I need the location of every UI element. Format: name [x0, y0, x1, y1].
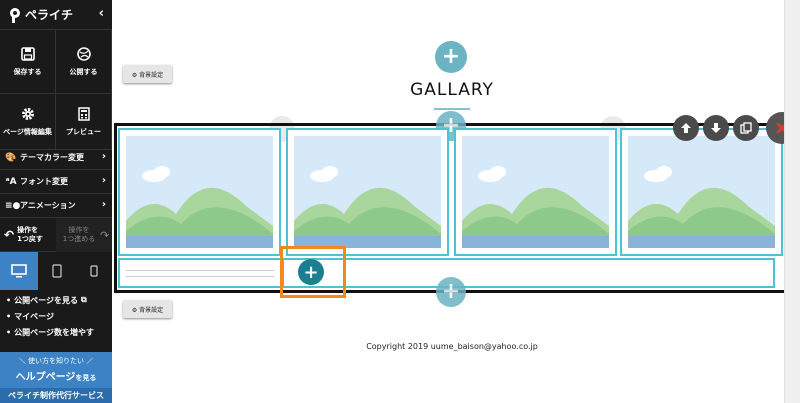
external-link-icon: ⧉: [80, 295, 87, 304]
chevron-right-icon: ›: [101, 199, 106, 210]
arrow-down-icon: [711, 123, 721, 133]
publish-icon: [76, 46, 91, 61]
logo-icon: [10, 7, 20, 23]
gallery-heading[interactable]: GALLARY: [410, 80, 494, 100]
mobile-view-button[interactable]: [75, 252, 112, 290]
mobile-icon: [89, 265, 98, 277]
desktop-icon: [11, 264, 27, 278]
background-setting-button[interactable]: ⚙ 背景設定: [123, 300, 172, 318]
agency-service-link[interactable]: ペライチ制作代行サービス: [0, 388, 112, 403]
sidebar-links: • 公開ページを見る⧉ • マイページ • 公開ページ数を増やす: [0, 292, 112, 340]
animation-menu[interactable]: ≡● アニメーション ›: [0, 194, 112, 218]
page-info-edit-button[interactable]: ページ情報編集: [0, 94, 56, 150]
help-title: ヘルプページ: [15, 372, 76, 383]
save-label: 保存する: [13, 67, 42, 76]
undo-line2: 1つ戻す: [17, 235, 43, 243]
view-public-page-link[interactable]: • 公開ページを見る⧉: [6, 295, 87, 305]
chevron-right-icon: ›: [101, 151, 106, 162]
gallery-image[interactable]: [454, 128, 617, 256]
animation-label: アニメーション: [20, 201, 76, 210]
background-setting-button[interactable]: ⚙ 背景設定: [123, 65, 172, 83]
gallery-caption-cell[interactable]: [118, 258, 282, 288]
desktop-view-button[interactable]: [0, 252, 38, 290]
collapse-sidebar-button[interactable]: ‹: [98, 6, 104, 21]
increase-pages-link[interactable]: • 公開ページ数を増やす: [6, 327, 94, 337]
arrow-up-icon: [681, 123, 691, 133]
font-icon: ᵃA: [5, 176, 17, 187]
image-placeholder-icon: [462, 136, 609, 248]
undo-icon: ↶: [4, 227, 15, 242]
font-menu[interactable]: ᵃA フォント変更 ›: [0, 170, 112, 194]
editor-sidebar: ペライチ ‹ 保存する 公開する ページ情報編集: [0, 0, 112, 403]
title-underline: [434, 108, 470, 110]
canvas-scrollbar[interactable]: [784, 0, 800, 403]
device-switcher: [0, 252, 112, 290]
page-canvas: + ⚙ 背景設定 GALLARY + ⚙ 背景設定: [112, 0, 800, 403]
move-up-button[interactable]: [673, 115, 699, 141]
preview-label: プレビュー: [66, 127, 101, 136]
tablet-icon: [51, 264, 62, 278]
help-suffix: を見る: [75, 374, 97, 382]
chevron-right-icon: ›: [101, 175, 106, 186]
preview-button[interactable]: プレビュー: [56, 94, 112, 150]
move-down-button[interactable]: [703, 115, 729, 141]
save-icon: [20, 46, 35, 61]
publish-button[interactable]: 公開する: [56, 30, 112, 94]
focus-highlight: [280, 246, 346, 298]
animation-icon: ≡●: [5, 200, 21, 211]
publish-label: 公開する: [69, 67, 98, 76]
redo-line1: 操作を: [68, 226, 90, 234]
font-label: フォント変更: [20, 177, 68, 186]
gallery-image[interactable]: [118, 128, 281, 256]
my-page-link[interactable]: • マイページ: [6, 311, 54, 321]
copy-icon: [740, 122, 752, 134]
theme-color-label: テーマカラー変更: [20, 153, 84, 162]
theme-color-menu[interactable]: 🎨 テーマカラー変更 ›: [0, 146, 112, 170]
preview-icon: [77, 106, 90, 121]
image-placeholder-icon: [294, 136, 441, 248]
tablet-view-button[interactable]: [38, 252, 75, 290]
page-info-label: ページ情報編集: [3, 127, 52, 136]
help-subtitle: ＼ 使い方を知りたい ／: [18, 357, 94, 365]
gallery-image[interactable]: [620, 128, 783, 256]
image-placeholder-icon: [628, 136, 775, 248]
add-gallery-item-button[interactable]: +: [298, 259, 324, 285]
gallery-image[interactable]: [286, 128, 449, 256]
redo-line2: 1つ進める: [62, 235, 96, 243]
image-placeholder-icon: [126, 136, 273, 248]
help-page-button[interactable]: ＼ 使い方を知りたい ／ ヘルプページを見る: [0, 352, 112, 388]
gallery-caption-row[interactable]: [282, 258, 775, 288]
palette-icon: 🎨: [5, 152, 17, 163]
redo-icon: ↷: [100, 228, 110, 242]
add-block-button-bottom[interactable]: +: [436, 277, 466, 307]
add-block-button-top[interactable]: +: [435, 41, 467, 73]
footer-copyright[interactable]: Copyright 2019 uume_baison@yahoo.co.jp: [366, 342, 538, 351]
logo-text: ペライチ: [25, 8, 74, 22]
sidebar-header: ペライチ ‹: [0, 0, 112, 30]
copy-block-button[interactable]: [733, 115, 759, 141]
undo-line1: 操作を: [17, 226, 39, 234]
save-button[interactable]: 保存する: [0, 30, 56, 94]
gear-icon: [21, 107, 34, 120]
